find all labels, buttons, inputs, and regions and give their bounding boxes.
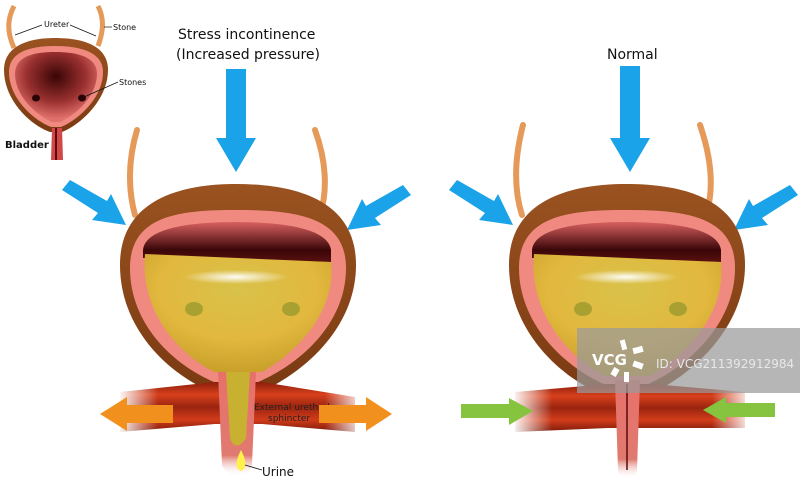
urine-shine [184,270,288,284]
normal-orifice-left [574,302,592,316]
bladder-air [143,222,331,262]
watermark-logo: VCG [592,351,627,369]
normal-orifice-right [669,302,687,316]
stress-title-line2: (Increased pressure) [176,47,320,63]
leader-ureter-left [14,24,43,36]
label-urine: Urine [262,465,294,479]
normal-ureter-left [513,122,526,218]
inward-arrow-right-icon [703,397,775,423]
normal-title: Normal [607,47,658,63]
pressure-arrow-right-icon [347,185,411,230]
label-sphincter-line2: sphincter [268,414,310,424]
label-bladder: Bladder [5,140,49,151]
normal-pressure-arrow-down-icon [610,66,650,172]
leader-stones [83,81,119,98]
normal-panel: Normal [449,47,798,479]
label-ureter: Ureter [44,20,70,29]
inset-ureter-left [6,4,17,50]
urethra-urine-stream [226,372,250,446]
inward-arrow-left-icon [461,398,533,425]
label-stone: Stone [113,23,136,32]
leader-ureter-right [69,24,97,37]
watermark-id: ID: VCG211392912984 [656,357,794,371]
outward-arrow-right-icon [319,397,392,431]
inset-lumen [15,52,97,122]
pressure-arrow-left-icon [62,180,126,225]
stress-panel: Stress incontinence (Increased pressure)… [62,27,411,479]
pressure-arrow-down-icon [216,69,256,172]
outward-arrow-left-icon [100,397,173,431]
inset-stone-right [78,94,86,102]
label-stones: Stones [119,78,146,87]
leader-urine [244,464,263,471]
urine-drop [236,450,246,471]
normal-pressure-arrow-left-icon [449,180,513,225]
ureteral-orifice-right [282,302,300,316]
stress-title-line1: Stress incontinence [178,27,315,43]
normal-bladder-air [532,222,721,262]
bladder-urine [144,254,332,372]
label-sphincter-line1: External urethral [254,403,330,413]
inset-stone-left [32,94,40,102]
watermark: VCG ID: VCG211392912984 [577,328,800,393]
watermark-band [577,328,800,393]
ureteral-orifice-left [185,302,203,316]
inset-ureter-right [95,4,105,47]
inset-bladder: Ureter Stone Stones Bladder [4,4,146,160]
watermark-burst-icon [610,339,644,382]
ureter-left [127,127,140,218]
normal-urine-shine [574,270,678,284]
normal-pressure-arrow-right-icon [734,185,798,230]
